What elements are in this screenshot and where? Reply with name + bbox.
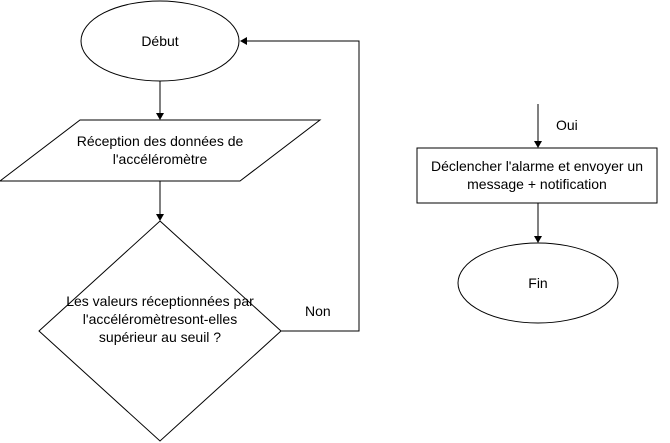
end-ellipse <box>457 242 619 324</box>
reception-parallelogram <box>0 119 322 182</box>
arrowhead-reception-to-decision <box>156 214 164 221</box>
reception-label: Réception des données de l'accéléromètre <box>76 133 244 167</box>
start-label: Début <box>141 33 179 49</box>
no-loop-line <box>247 40 360 332</box>
no-loop-arrowhead <box>240 37 247 45</box>
yes-edge-label: Oui <box>556 117 578 133</box>
decision-diamond <box>38 220 282 442</box>
action-rectangle <box>416 147 658 204</box>
decision-label: Les valeurs réceptionnées par l'accéléro… <box>66 293 254 345</box>
action-label: Déclencher l'alarme et envoyer un messag… <box>430 158 643 192</box>
arrowhead-action-to-end <box>534 236 542 243</box>
arrowhead-start-to-reception <box>156 113 164 120</box>
no-edge-label: Non <box>305 303 331 319</box>
yes-arrowhead <box>534 141 542 148</box>
end-label: Fin <box>528 275 548 291</box>
